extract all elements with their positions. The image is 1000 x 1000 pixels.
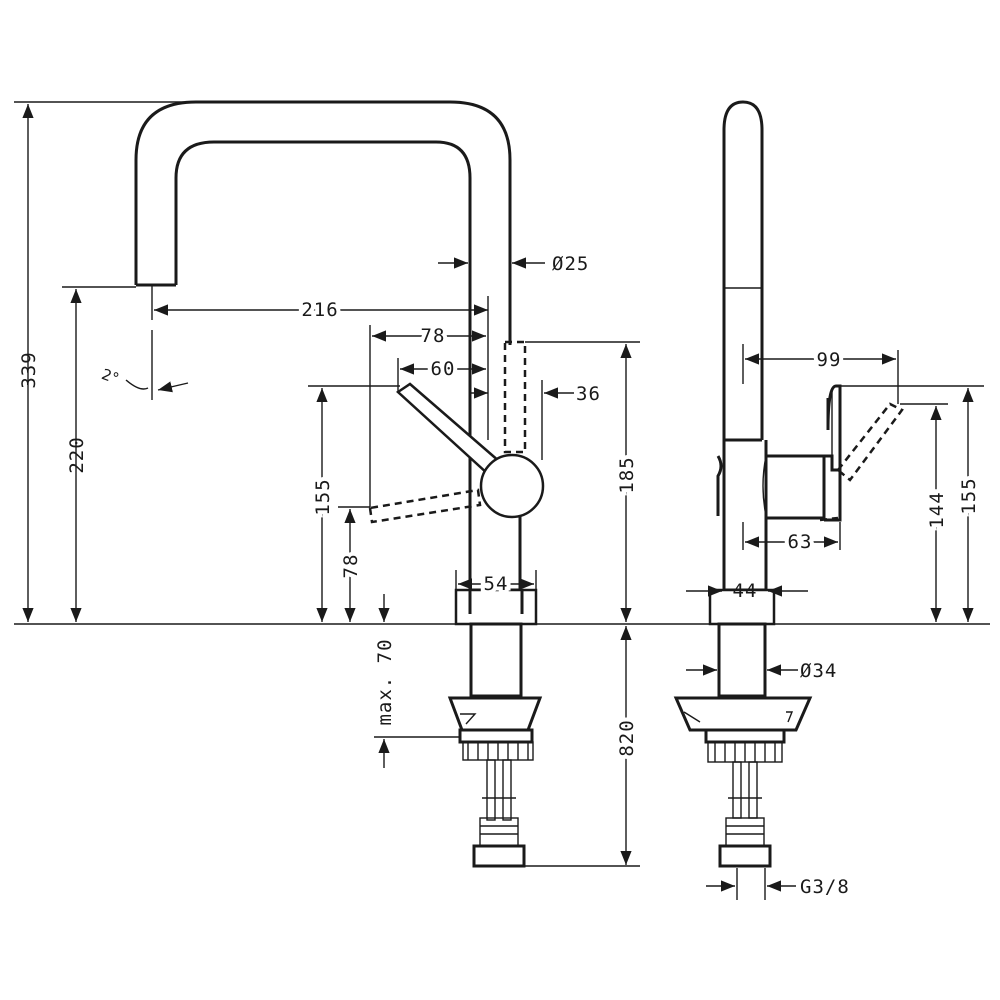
dim-lever-155: 155: [312, 478, 334, 515]
dim-base-54: 54: [484, 573, 509, 595]
dim-pipe-diameter: Ø25: [552, 253, 589, 275]
dim-side-63: 63: [788, 531, 813, 553]
dim-handle-60: 60: [431, 358, 456, 380]
dim-lever-78: 78: [340, 554, 362, 579]
lever-hub: [479, 453, 545, 519]
front-view: [134, 100, 545, 868]
dim-handle-78: 78: [421, 325, 446, 347]
base-collar: [454, 588, 538, 626]
dim-angle: 2°: [99, 365, 121, 388]
dim-side-44: 44: [733, 580, 758, 602]
side-spout: [722, 100, 764, 440]
dim-hose-820: 820: [616, 719, 638, 756]
lever-raised: [395, 382, 502, 476]
dim-lever-offset: 36: [576, 383, 601, 405]
dimension-labels: 339 220 216 2° Ø25 78 60 36 155 78 185 5…: [18, 253, 984, 898]
dim-side-99: 99: [817, 349, 842, 371]
dim-side-155: 155: [958, 477, 980, 514]
dim-shank-diameter: Ø34: [800, 660, 837, 682]
dim-side-144: 144: [926, 491, 948, 528]
dim-220: 220: [66, 436, 88, 473]
side-view: [673, 100, 904, 868]
spout-outline: [134, 100, 512, 345]
dim-216: 216: [301, 299, 338, 321]
dim-body-185: 185: [616, 456, 638, 493]
dim-339: 339: [18, 351, 40, 388]
dim-max-deck: max. 70: [374, 638, 396, 725]
dimension-lines: [14, 101, 984, 900]
dim-thread: G3/8: [800, 876, 850, 898]
